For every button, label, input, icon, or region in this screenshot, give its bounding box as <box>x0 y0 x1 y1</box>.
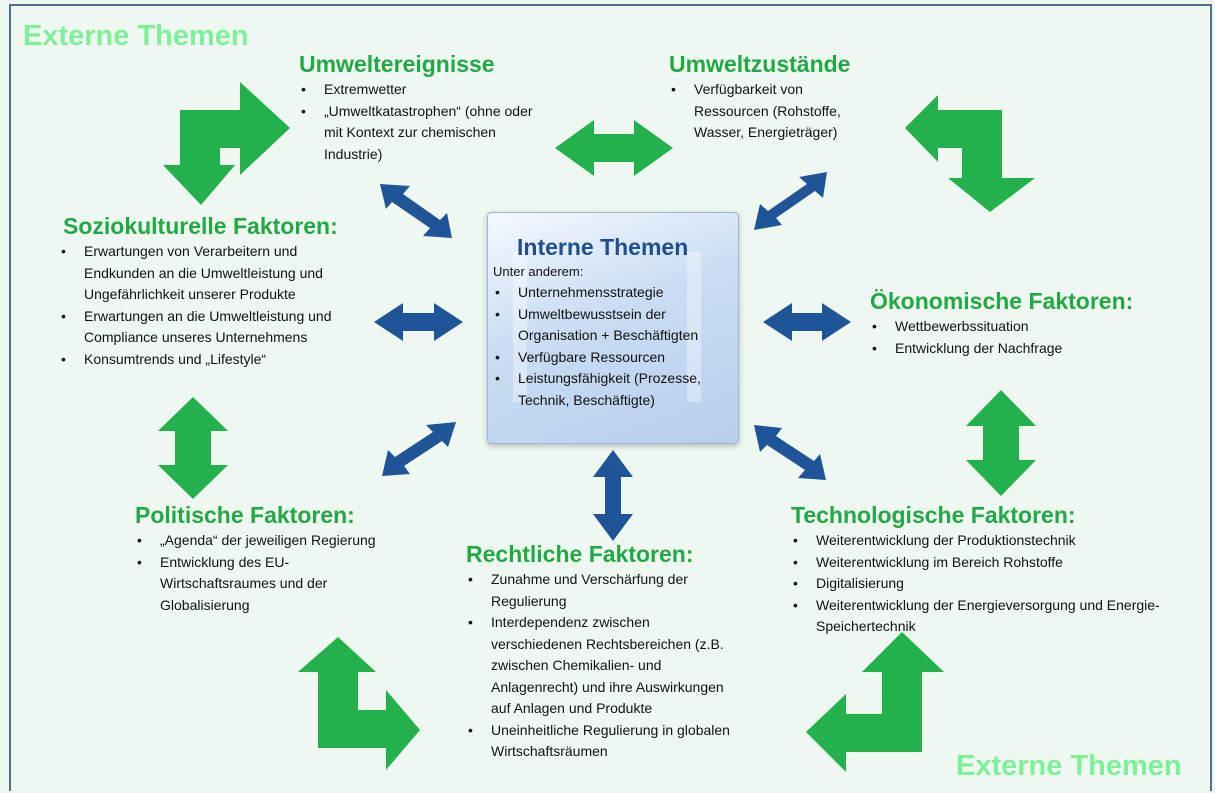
list-item: Wettbewerbssituation <box>870 316 1170 338</box>
list-item: Erwartungen von Verarbeitern und Endkund… <box>59 241 361 306</box>
soziokulturelle-title: Soziokulturelle Faktoren: <box>63 213 338 239</box>
list-item: Leistungsfähigkeit (Prozesse, Technik, B… <box>493 368 728 411</box>
block-rechtliche-faktoren: Rechtliche Faktoren: Zunahme und Verschä… <box>466 541 741 763</box>
list-item: Zunahme und Verschärfung der Regulierung <box>466 569 741 612</box>
politische-list: „Agenda“ der jeweiligen Regierung Entwic… <box>135 530 376 617</box>
double-arrow-blue-bottom <box>593 450 633 541</box>
list-item: Digitalisierung <box>791 573 1171 595</box>
list-item: Weiterentwicklung der Energieversorgung … <box>791 595 1171 638</box>
soziokulturelle-list: Erwartungen von Verarbeitern und Endkund… <box>59 241 361 370</box>
double-arrow-green-left <box>158 397 228 499</box>
external-topics-label-top: Externe Themen <box>23 20 249 52</box>
list-item: Verfügbare Ressourcen <box>493 347 728 369</box>
list-item: Verfügbarkeit von Ressourcen (Rohstoffe,… <box>669 79 869 144</box>
list-item: Unternehmensstrategie <box>493 282 728 304</box>
external-topics-label-bottom: Externe Themen <box>956 750 1182 782</box>
politische-title: Politische Faktoren: <box>135 502 355 528</box>
double-arrow-green-top <box>555 120 673 176</box>
internal-topics-intro: Unter anderem: <box>493 264 584 279</box>
umweltereignisse-list: Extremwetter „Umweltkatastrophen“ (ohne … <box>299 79 549 165</box>
internal-topics-box: Interne Themen Unter anderem: Unternehme… <box>487 212 739 444</box>
umweltereignisse-title: Umweltereignisse <box>299 51 495 77</box>
list-item: Weiterentwicklung der Produktionstechnik <box>791 530 1171 552</box>
block-oekonomische-faktoren: Ökonomische Faktoren: Wettbewerbssituati… <box>870 288 1170 359</box>
block-umweltereignisse: Umweltereignisse Extremwetter „Umweltkat… <box>299 51 549 165</box>
technologische-list: Weiterentwicklung der Produktionstechnik… <box>791 530 1171 638</box>
block-politische-faktoren: Politische Faktoren: „Agenda“ der jeweil… <box>135 502 425 616</box>
list-item: Umweltbewusstsein der Organisation + Bes… <box>493 304 728 347</box>
elbow-arrow-top-right <box>905 95 1035 212</box>
list-item: Erwartungen an die Umweltleistung und Co… <box>59 306 361 349</box>
diagram-frame <box>9 4 1212 791</box>
list-item: Konsumtrends und „Lifestyle“ <box>59 349 361 371</box>
list-item: „Umweltkatastrophen“ (ohne oder mit Kont… <box>299 101 549 166</box>
elbow-arrow-top-left <box>163 82 290 205</box>
list-item: Interdependenz zwischen verschiedenen Re… <box>466 612 741 720</box>
double-arrow-green-right <box>966 390 1036 496</box>
technologische-title: Technologische Faktoren: <box>791 502 1076 528</box>
double-arrow-blue-lower-right <box>754 425 826 480</box>
block-soziokulturelle-faktoren: Soziokulturelle Faktoren: Erwartungen vo… <box>61 213 361 370</box>
double-arrow-blue-left <box>374 303 463 341</box>
rechtliche-title: Rechtliche Faktoren: <box>466 541 694 567</box>
internal-topics-list: Unternehmensstrategie Umweltbewusstsein … <box>493 282 728 411</box>
internal-topics-title: Interne Themen <box>517 234 689 260</box>
umweltzustaende-list: Verfügbarkeit von Ressourcen (Rohstoffe,… <box>669 79 869 144</box>
list-item: Extremwetter <box>299 79 549 101</box>
list-item: Entwicklung des EU-Wirtschaftsraumes und… <box>135 552 375 617</box>
oekonomische-list: Wettbewerbssituation Entwicklung der Nac… <box>870 316 1170 359</box>
double-arrow-blue-lower-left <box>382 422 456 476</box>
list-item: Entwicklung der Nachfrage <box>870 338 1170 360</box>
list-item: Uneinheitliche Regulierung in globalen W… <box>466 720 741 763</box>
double-arrow-blue-upper-right <box>754 172 827 230</box>
elbow-arrow-bottom-left <box>298 637 420 770</box>
umweltzustaende-title: Umweltzustände <box>669 51 851 77</box>
elbow-arrow-bottom-right <box>806 632 944 772</box>
double-arrow-blue-right <box>763 303 851 341</box>
rechtliche-list: Zunahme und Verschärfung der Regulierung… <box>466 569 741 763</box>
block-technologische-faktoren: Technologische Faktoren: Weiterentwicklu… <box>791 502 1171 638</box>
oekonomische-title: Ökonomische Faktoren: <box>870 288 1134 314</box>
list-item: „Agenda“ der jeweiligen Regierung <box>135 530 460 552</box>
block-umweltzustaende: Umweltzustände Verfügbarkeit von Ressour… <box>669 51 869 144</box>
double-arrow-blue-upper-left <box>380 184 452 238</box>
list-item: Weiterentwicklung im Bereich Rohstoffe <box>791 552 1171 574</box>
